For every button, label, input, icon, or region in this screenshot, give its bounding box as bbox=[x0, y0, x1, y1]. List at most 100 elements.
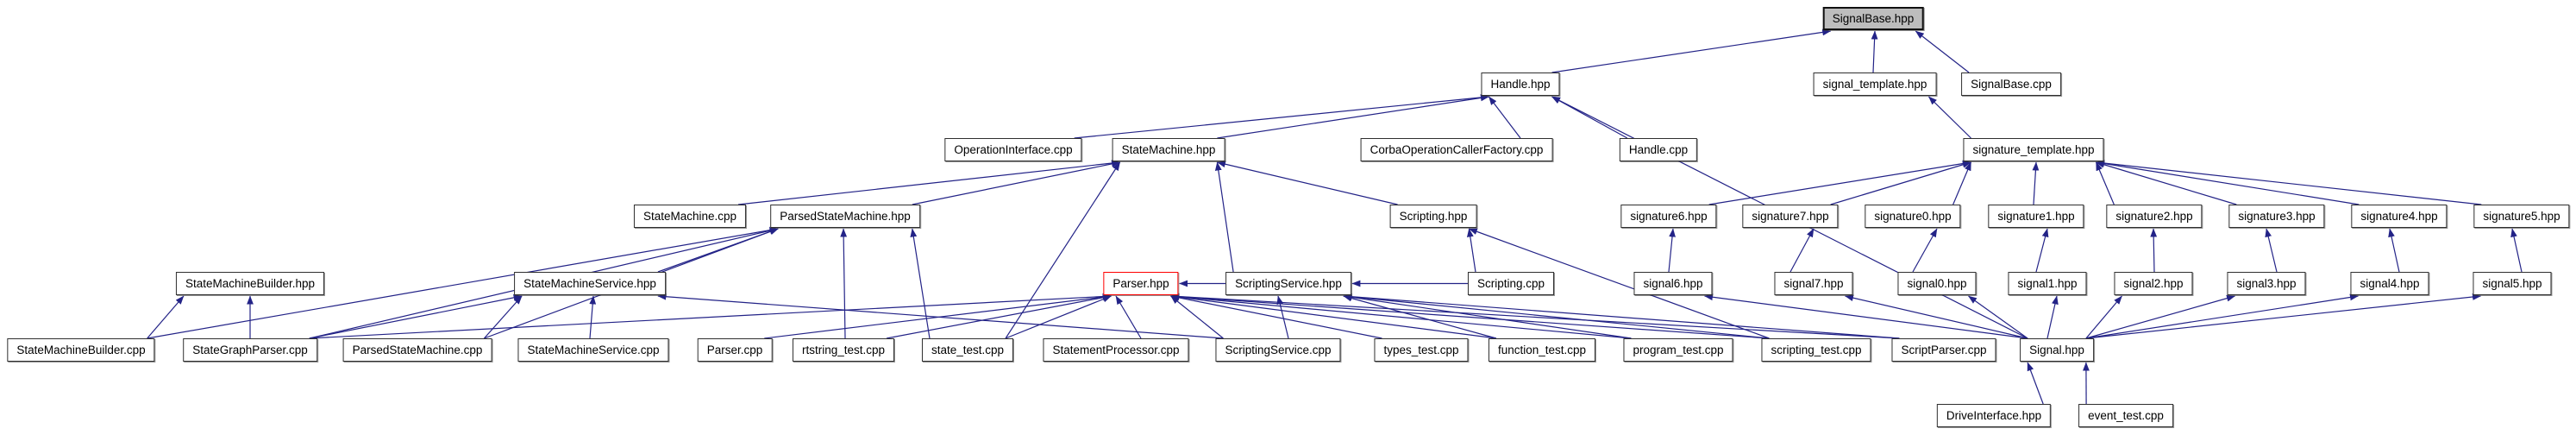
dependency-edge bbox=[1170, 293, 1900, 339]
dependency-edge bbox=[2096, 161, 2237, 205]
node-scriptparser-cpp[interactable]: ScriptParser.cpp bbox=[1891, 338, 1996, 362]
node-scripting-hpp[interactable]: Scripting.hpp bbox=[1389, 205, 1477, 228]
node-signature5-hpp[interactable]: signature5.hpp bbox=[2473, 205, 2570, 228]
dependency-edge bbox=[840, 228, 848, 339]
dependency-edge bbox=[1668, 228, 1676, 273]
dependency-edge bbox=[1845, 294, 2028, 339]
node-signal1-hpp[interactable]: signal1.hpp bbox=[2008, 272, 2087, 295]
dependency-edge bbox=[737, 160, 1121, 205]
node-parsedstatemachine-hpp[interactable]: ParsedStateMachine.hpp bbox=[770, 205, 920, 228]
dependency-edge bbox=[1170, 293, 1770, 339]
dependency-edge bbox=[1343, 294, 1497, 339]
node-signal5-hpp[interactable]: signal5.hpp bbox=[2473, 272, 2552, 295]
node-driveinterface-hpp[interactable]: DriveInterface.hpp bbox=[1936, 404, 2052, 427]
node-event-test-cpp[interactable]: event_test.cpp bbox=[2078, 404, 2173, 427]
node-operationinterface-cpp[interactable]: OperationInterface.cpp bbox=[944, 138, 1082, 161]
dependency-edge bbox=[2085, 293, 2359, 339]
dependency-edge bbox=[2035, 228, 2049, 273]
dependency-edge bbox=[1915, 30, 1970, 73]
dependency-edge bbox=[2265, 228, 2278, 273]
dependency-edge bbox=[1466, 228, 1476, 273]
dependency-edge bbox=[1704, 293, 2028, 339]
node-signature-template-hpp[interactable]: signature_template.hpp bbox=[1963, 138, 2104, 161]
node-signature1-hpp[interactable]: signature1.hpp bbox=[1988, 205, 2084, 228]
dependency-edge bbox=[1216, 161, 1398, 205]
node-types-test-cpp[interactable]: types_test.cpp bbox=[1374, 338, 1469, 362]
dependency-edge bbox=[2150, 228, 2158, 273]
node-signature2-hpp[interactable]: signature2.hpp bbox=[2106, 205, 2203, 228]
dependency-edge bbox=[2096, 161, 2115, 205]
dependency-edge bbox=[1830, 161, 1971, 205]
node-scripting-test-cpp[interactable]: scripting_test.cpp bbox=[1761, 338, 1871, 362]
node-signature6-hpp[interactable]: signature6.hpp bbox=[1620, 205, 1717, 228]
node-signature7-hpp[interactable]: signature7.hpp bbox=[1742, 205, 1839, 228]
node-signal2-hpp[interactable]: signal2.hpp bbox=[2114, 272, 2193, 295]
dependency-edge bbox=[147, 226, 779, 339]
node-signal6-hpp[interactable]: signal6.hpp bbox=[1633, 272, 1713, 295]
node-signal-hpp[interactable]: Signal.hpp bbox=[2020, 338, 2094, 362]
dependency-edge bbox=[1871, 30, 1878, 73]
node-parsedstatemachine-cpp[interactable]: ParsedStateMachine.cpp bbox=[342, 338, 492, 362]
node-state-test-cpp[interactable]: state_test.cpp bbox=[921, 338, 1014, 362]
dependency-edge bbox=[1115, 295, 1142, 339]
dependency-edge bbox=[764, 293, 1112, 339]
node-scriptingservice-cpp[interactable]: ScriptingService.cpp bbox=[1215, 338, 1341, 362]
dependency-edge bbox=[1170, 294, 1382, 339]
dependency-edge bbox=[2032, 161, 2040, 205]
dependency-edge bbox=[1708, 160, 1971, 205]
node-program-test-cpp[interactable]: program_test.cpp bbox=[1623, 338, 1733, 362]
node-signalbase-cpp[interactable]: SignalBase.cpp bbox=[1961, 72, 2061, 96]
dependency-edge bbox=[657, 228, 779, 273]
node-signal4-hpp[interactable]: signal4.hpp bbox=[2350, 272, 2429, 295]
node-statemachinebuilder-cpp[interactable]: StateMachineBuilder.cpp bbox=[7, 338, 155, 362]
node-rtstring-test-cpp[interactable]: rtstring_test.cpp bbox=[792, 338, 895, 362]
dependency-edge bbox=[1276, 295, 1289, 339]
dependency-edge bbox=[2027, 362, 2044, 405]
node-function-test-cpp[interactable]: function_test.cpp bbox=[1488, 338, 1596, 362]
node-signal3-hpp[interactable]: signal3.hpp bbox=[2227, 272, 2306, 295]
node-signal-template-hpp[interactable]: signal_template.hpp bbox=[1813, 72, 1937, 96]
dependency-edge bbox=[1488, 96, 1521, 139]
node-statemachine-cpp[interactable]: StateMachine.cpp bbox=[633, 205, 747, 228]
node-handle-cpp[interactable]: Handle.cpp bbox=[1619, 138, 1698, 161]
dependency-edge bbox=[1217, 94, 1489, 139]
dependency-edge bbox=[912, 161, 1121, 205]
dependency-edge bbox=[2096, 160, 2360, 205]
node-parser-cpp[interactable]: Parser.cpp bbox=[697, 338, 773, 362]
node-signal7-hpp[interactable]: signal7.hpp bbox=[1774, 272, 1853, 295]
node-handle-hpp[interactable]: Handle.hpp bbox=[1481, 72, 1560, 96]
dependency-edge bbox=[2046, 295, 2059, 339]
node-statementprocessor-cpp[interactable]: StatementProcessor.cpp bbox=[1043, 338, 1189, 362]
node-parser-hpp[interactable]: Parser.hpp bbox=[1103, 272, 1179, 295]
node-signalbase-hpp[interactable]: SignalBase.hpp bbox=[1822, 7, 1924, 30]
dependency-edge bbox=[2388, 228, 2400, 273]
dependency-edge bbox=[1968, 295, 2028, 339]
node-signature4-hpp[interactable]: signature4.hpp bbox=[2351, 205, 2448, 228]
node-signature3-hpp[interactable]: signature3.hpp bbox=[2228, 205, 2325, 228]
node-scriptingservice-hpp[interactable]: ScriptingService.hpp bbox=[1225, 272, 1351, 295]
node-corbaoperationcallerfactory-cpp[interactable]: CorbaOperationCallerFactory.cpp bbox=[1360, 138, 1553, 161]
node-statemachineservice-cpp[interactable]: StateMachineService.cpp bbox=[517, 338, 669, 362]
node-scripting-cpp[interactable]: Scripting.cpp bbox=[1467, 272, 1555, 295]
dependency-edge bbox=[2085, 293, 2481, 339]
dependency-edge bbox=[1928, 96, 1971, 139]
dependency-edge bbox=[1214, 161, 1234, 273]
dependency-edge bbox=[483, 295, 523, 339]
node-statemachine-hpp[interactable]: StateMachine.hpp bbox=[1112, 138, 1225, 161]
dependency-edge bbox=[309, 293, 1112, 339]
dependency-edge bbox=[1170, 293, 1497, 339]
dependency-edge bbox=[1170, 295, 1224, 339]
dependency-edge bbox=[2096, 160, 2482, 205]
dependency-edge bbox=[2510, 228, 2523, 273]
dependency-edge bbox=[1170, 293, 1632, 339]
dependency-edge bbox=[1343, 293, 1900, 339]
node-signature0-hpp[interactable]: signature0.hpp bbox=[1865, 205, 1961, 228]
dependency-edge bbox=[2085, 295, 2122, 339]
node-stategraphparser-cpp[interactable]: StateGraphParser.cpp bbox=[183, 338, 317, 362]
dependency-edge bbox=[147, 295, 185, 339]
node-statemachineservice-hpp[interactable]: StateMachineService.hpp bbox=[514, 272, 666, 295]
node-statemachinebuilder-hpp[interactable]: StateMachineBuilder.hpp bbox=[175, 272, 325, 295]
node-signal0-hpp[interactable]: signal0.hpp bbox=[1897, 272, 1977, 295]
